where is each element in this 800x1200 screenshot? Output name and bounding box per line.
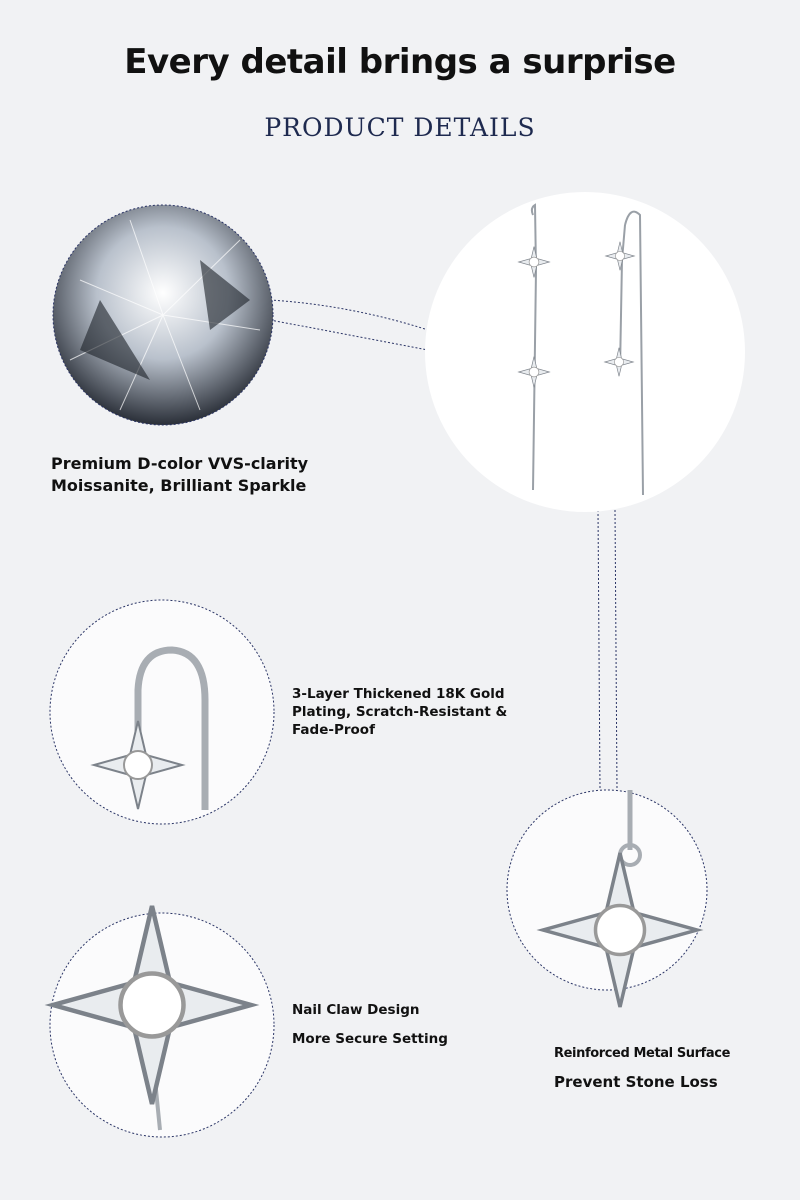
feature-text: 3-Layer Thickened 18K Gold [292, 686, 505, 702]
metal-surface-closeup-image [506, 789, 708, 1009]
hook-closeup-image [49, 599, 275, 825]
page-title: Every detail brings a surprise [124, 42, 676, 82]
feature-text: Premium D-color VVS-clarity [51, 454, 309, 473]
diamond-closeup-image [52, 204, 274, 426]
claw-setting-closeup-image [49, 906, 275, 1138]
page-subtitle: PRODUCT DETAILS [264, 113, 536, 142]
feature-text: More Secure Setting [292, 1031, 448, 1047]
feature-text: Prevent Stone Loss [554, 1073, 718, 1091]
feature-nail-claw: Nail Claw Design More Secure Setting [292, 1002, 448, 1047]
feature-text: Reinforced Metal Surface [554, 1046, 730, 1061]
feature-text: Moissanite, Brilliant Sparkle [51, 476, 307, 495]
feature-text: Nail Claw Design [292, 1002, 420, 1018]
feature-text: Plating, Scratch-Resistant & [292, 704, 508, 720]
feature-metal-surface: Reinforced Metal Surface Prevent Stone L… [554, 1046, 730, 1091]
feature-text: Fade-Proof [292, 722, 375, 738]
feature-plating: 3-Layer Thickened 18K Gold Plating, Scra… [292, 685, 507, 739]
earrings-image [425, 192, 745, 512]
connector-lines [269, 299, 618, 791]
feature-moissanite: Premium D-color VVS-clarity Moissanite, … [51, 453, 308, 497]
